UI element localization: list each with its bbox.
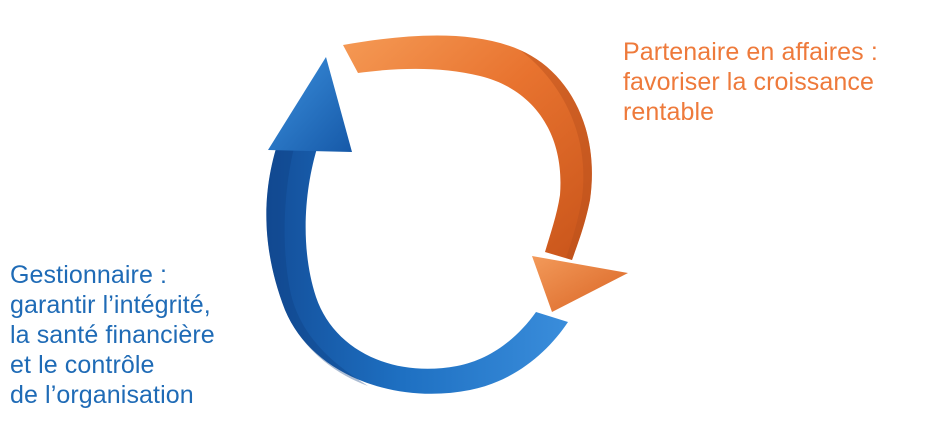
blue-arrow-body <box>266 128 568 394</box>
blue-arrow-head <box>268 57 352 152</box>
orange-arrow-body <box>343 35 592 261</box>
orange-arrow-shade <box>520 50 592 260</box>
manager-label-line-4: et le contrôle <box>10 351 155 379</box>
partner-label-line-1: Partenaire en affaires : <box>623 38 878 66</box>
blue-arrow-icon <box>266 57 568 394</box>
manager-label-line-1: Gestionnaire : <box>10 261 168 289</box>
partner-label-line-3: rentable <box>623 98 715 126</box>
manager-label-line-5: de l’organisation <box>10 381 194 409</box>
manager-label-line-3: la santé financière <box>10 321 215 349</box>
orange-arrow-icon <box>343 35 628 312</box>
orange-arrow-head <box>532 256 628 312</box>
manager-label: Gestionnaire : garantir l’intégrité, la … <box>10 260 215 410</box>
partner-label-line-2: favoriser la croissance <box>623 68 875 96</box>
blue-arrow-shade <box>266 128 368 386</box>
partner-label: Partenaire en affaires : favoriser la cr… <box>623 37 878 127</box>
manager-label-line-2: garantir l’intégrité, <box>10 291 211 319</box>
